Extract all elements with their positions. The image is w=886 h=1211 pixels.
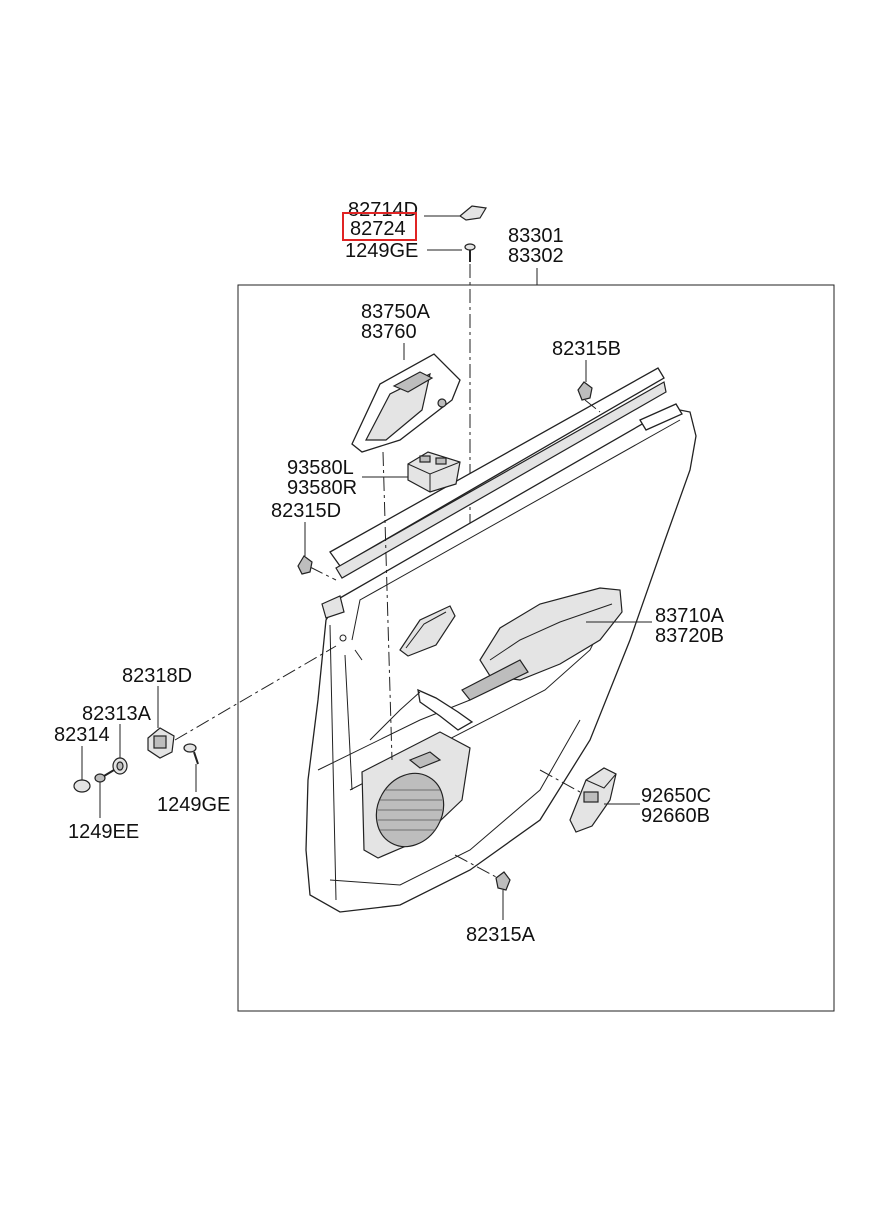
assembly-frame (237, 284, 835, 1012)
label-82318D: 82318D (122, 665, 192, 687)
label-83760: 83760 (361, 321, 417, 343)
window-switch-bezel-83750A (351, 353, 461, 453)
label-82315A: 82315A (466, 924, 536, 946)
clip-82315B (577, 381, 593, 401)
highlight-box-82724 (342, 212, 417, 241)
label-82714D: 82714D (348, 199, 418, 221)
armrest-83710A (461, 587, 623, 701)
label-82313A: 82313A (82, 703, 152, 725)
label-83302: 83302 (508, 245, 564, 267)
label-82724: 82724 (350, 218, 406, 240)
label-82314: 82314 (54, 724, 110, 746)
clip-82315D (297, 555, 313, 575)
label-83710A: 83710A (655, 605, 725, 627)
nut-82313A (112, 757, 128, 775)
switch-92650C (569, 767, 617, 833)
window-switch-93580L (407, 451, 461, 493)
label-92660B: 92660B (641, 805, 710, 827)
speaker-grille (361, 731, 471, 859)
label-82315B: 82315B (552, 338, 621, 360)
dash-clip-82315B (584, 399, 601, 413)
bracket-82318D (147, 727, 175, 759)
screw-1249GE-top (464, 243, 476, 262)
label-82315D: 82315D (271, 500, 341, 522)
belt-moulding (329, 367, 683, 579)
clip-82315A (495, 871, 511, 891)
label-1249GE-left: 1249GE (157, 794, 230, 816)
screw-1249EE (94, 769, 115, 783)
label-93580R: 93580R (287, 477, 357, 499)
dash-clip-82315D (309, 566, 337, 581)
screw-1249GE-left (183, 743, 199, 765)
dash-clip-82315A (454, 854, 499, 879)
label-1249GE-top: 1249GE (345, 240, 418, 262)
label-92650C: 92650C (641, 785, 711, 807)
pull-handle-bracket (417, 688, 474, 731)
cap-82314 (73, 779, 91, 793)
inner-handle-recess (399, 605, 456, 657)
label-83750A: 83750A (361, 301, 431, 323)
label-1249EE: 1249EE (68, 821, 139, 843)
label-83301: 83301 (508, 225, 564, 247)
label-93580L: 93580L (287, 457, 354, 479)
cover-cap-82714D (458, 205, 487, 221)
dash-bracket-82318D (174, 645, 337, 741)
dash-bezel-down (382, 451, 393, 761)
label-83720B: 83720B (655, 625, 724, 647)
dash-switch-92650C (539, 769, 581, 793)
